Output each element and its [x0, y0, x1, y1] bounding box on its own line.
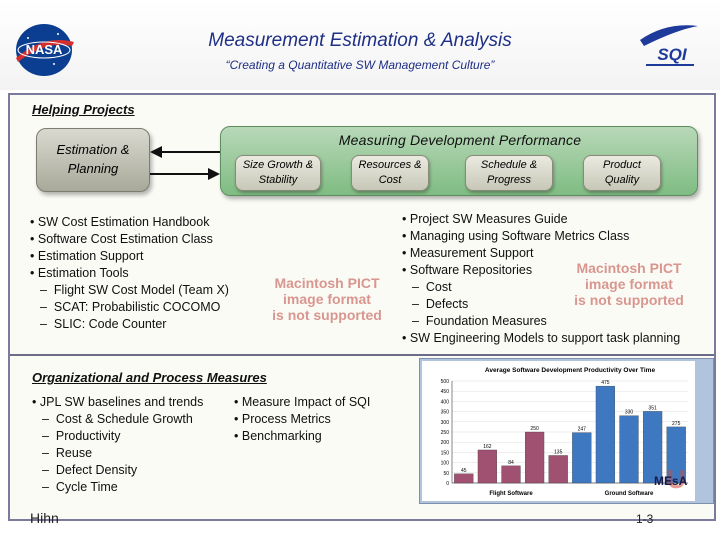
list-item: SCAT: Probabilistic COCOMO	[30, 299, 270, 316]
list-item: Project SW Measures Guide	[402, 211, 714, 228]
page-subtitle: “Creating a Quantitative SW Management C…	[225, 58, 495, 72]
baselines-bullet-list: JPL SW baselines and trendsCost & Schedu…	[32, 394, 232, 496]
bar	[548, 455, 568, 484]
pill-product-quality: Product Quality	[583, 155, 661, 191]
y-tick-label: 400	[441, 399, 450, 405]
pict-unsupported-notice-left: Macintosh PICT image format is not suppo…	[262, 275, 392, 323]
org-process-label: Organizational and Process Measures	[32, 370, 267, 385]
measuring-performance-title: Measuring Development Performance	[338, 132, 582, 148]
list-item: Flight SW Cost Model (Team X)	[30, 282, 270, 299]
bar	[619, 415, 639, 484]
list-item: Measure Impact of SQI	[234, 394, 414, 411]
pict-line: image format	[585, 276, 673, 292]
section-divider	[10, 354, 714, 356]
page-title: Measurement Estimation & Analysis	[208, 30, 512, 51]
bar-data-label: 135	[554, 449, 563, 455]
bar-data-label: 475	[601, 380, 610, 386]
mesa-brand: MEsA	[654, 474, 688, 488]
double-arrow-icon	[150, 146, 220, 180]
list-item: Defect Density	[32, 462, 232, 479]
bar-data-label: 162	[483, 444, 492, 450]
pict-line: is not supported	[272, 307, 382, 323]
bar	[477, 449, 497, 484]
nasa-logo-icon: NASA	[16, 24, 74, 76]
bar-data-label: 275	[672, 421, 681, 427]
list-item: Estimation Tools	[30, 265, 270, 282]
sqi-bullet-list: Measure Impact of SQIProcess MetricsBenc…	[234, 394, 414, 445]
pict-line: Macintosh PICT	[576, 260, 682, 276]
list-item: Benchmarking	[234, 428, 414, 445]
list-item: Reuse	[32, 445, 232, 462]
list-item: SLIC: Code Counter	[30, 316, 270, 333]
list-item: Measurement Support	[402, 245, 714, 262]
list-item: Cost	[402, 279, 714, 296]
y-tick-label: 350	[441, 410, 450, 416]
sqi-logo-text: SQI	[657, 45, 688, 64]
pict-unsupported-notice-right: Macintosh PICT image format is not suppo…	[566, 260, 692, 308]
list-item: Cost & Schedule Growth	[32, 411, 232, 428]
bar-data-label: 250	[530, 426, 539, 432]
list-item: Foundation Measures	[402, 313, 714, 330]
bar-data-label: 84	[508, 460, 514, 466]
bar-data-label: 45	[461, 468, 467, 474]
footer-page-number: 1-3	[636, 512, 654, 526]
list-item: SW Cost Estimation Handbook	[30, 214, 270, 231]
bar	[572, 432, 592, 484]
list-item: Process Metrics	[234, 411, 414, 428]
pill-schedule-progress: Schedule & Progress	[465, 155, 553, 191]
pict-line: image format	[283, 291, 371, 307]
y-tick-label: 250	[441, 430, 450, 436]
list-item: Software Repositories	[402, 262, 714, 279]
y-tick-label: 100	[441, 461, 450, 467]
list-item: Productivity	[32, 428, 232, 445]
list-item: Cycle Time	[32, 479, 232, 496]
bar-data-label: 330	[625, 410, 634, 416]
measuring-performance-box: Measuring Development Performance Size G…	[220, 126, 698, 196]
bar	[501, 465, 521, 484]
bar	[454, 473, 474, 484]
y-tick-label: 0	[446, 481, 449, 487]
bar	[595, 385, 615, 484]
productivity-chart-frame: Average Software Development Productivit…	[419, 358, 714, 504]
pill-size-growth: Size Growth & Stability	[235, 155, 321, 191]
y-tick-label: 500	[441, 379, 450, 385]
y-tick-label: 300	[441, 420, 450, 426]
list-item: Estimation Support	[30, 248, 270, 265]
list-item: JPL SW baselines and trends	[32, 394, 232, 411]
list-item: SW Engineering Models to support task pl…	[402, 330, 714, 347]
bar-data-label: 351	[648, 405, 657, 411]
helping-projects-label: Helping Projects	[32, 102, 135, 117]
bar	[643, 411, 663, 484]
nasa-logo-text: NASA	[26, 42, 63, 57]
slide-header: NASA Measurement Estimation & Analysis “…	[0, 0, 720, 90]
y-tick-label: 450	[441, 389, 450, 395]
estimation-planning-box: Estimation & Planning	[36, 128, 150, 192]
bar	[666, 426, 686, 484]
x-group-label: Ground Software	[605, 491, 654, 497]
bar-data-label: 247	[578, 427, 587, 433]
y-tick-label: 150	[441, 450, 450, 456]
productivity-chart-svg: Average Software Development Productivit…	[441, 367, 688, 497]
productivity-chart: Average Software Development Productivit…	[422, 361, 695, 501]
y-tick-label: 200	[441, 440, 450, 446]
pict-line: is not supported	[574, 292, 684, 308]
list-item: Software Cost Estimation Class	[30, 231, 270, 248]
bar	[525, 431, 545, 484]
performance-bullet-list: Project SW Measures GuideManaging using …	[402, 211, 714, 347]
y-tick-label: 50	[443, 471, 449, 477]
footer-author: Hihn	[30, 510, 59, 526]
list-item: Managing using Software Metrics Class	[402, 228, 714, 245]
x-group-label: Flight Software	[489, 491, 533, 497]
estimation-bullet-list: SW Cost Estimation HandbookSoftware Cost…	[30, 214, 270, 333]
estimation-planning-text: Estimation & Planning	[56, 142, 130, 176]
pill-resources-cost: Resources & Cost	[351, 155, 429, 191]
chart-title: Average Software Development Productivit…	[485, 367, 656, 374]
sqi-logo-icon: SQI	[640, 25, 698, 66]
mesa-logo-icon: U	[667, 464, 686, 494]
list-item: Defects	[402, 296, 714, 313]
pict-line: Macintosh PICT	[274, 275, 380, 291]
